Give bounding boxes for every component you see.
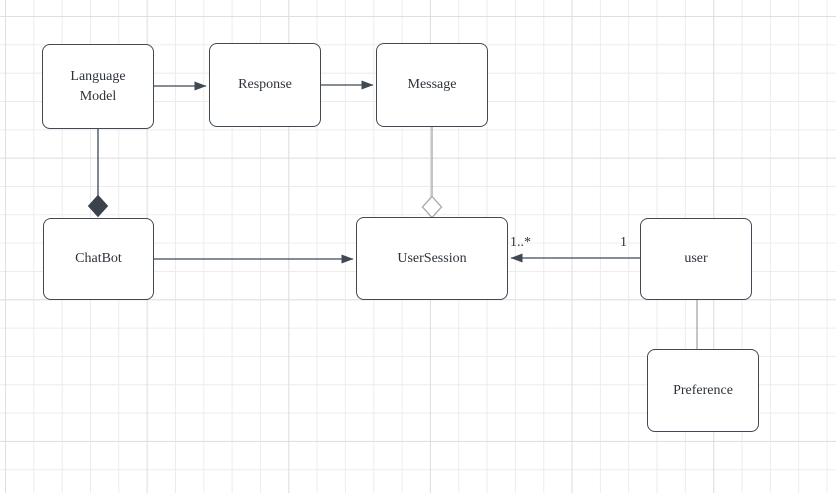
node-message-label: Message — [407, 77, 457, 92]
node-response[interactable]: Response — [209, 43, 321, 127]
node-message[interactable]: Message — [376, 43, 488, 127]
node-chatbot[interactable]: ChatBot — [43, 218, 154, 300]
multiplicity-label-usersession-side: 1..* — [510, 235, 531, 250]
aggregation-diamond-icon[interactable] — [421, 195, 443, 219]
node-usersession-label: UserSession — [397, 250, 467, 266]
node-user-label: user — [684, 251, 708, 266]
multiplicity-label-user-side: 1 — [620, 235, 627, 250]
node-preference-label: Preference — [673, 382, 733, 398]
node-response-label: Response — [238, 77, 292, 92]
node-usersession[interactable]: UserSession — [356, 217, 508, 300]
node-language-model-label: Language Model — [70, 68, 126, 104]
node-chatbot-label: ChatBot — [75, 251, 122, 266]
node-language-model[interactable]: Language Model — [42, 44, 154, 129]
node-user[interactable]: user — [640, 218, 752, 300]
node-preference[interactable]: Preference — [647, 349, 759, 432]
composition-diamond-icon[interactable] — [87, 194, 109, 218]
